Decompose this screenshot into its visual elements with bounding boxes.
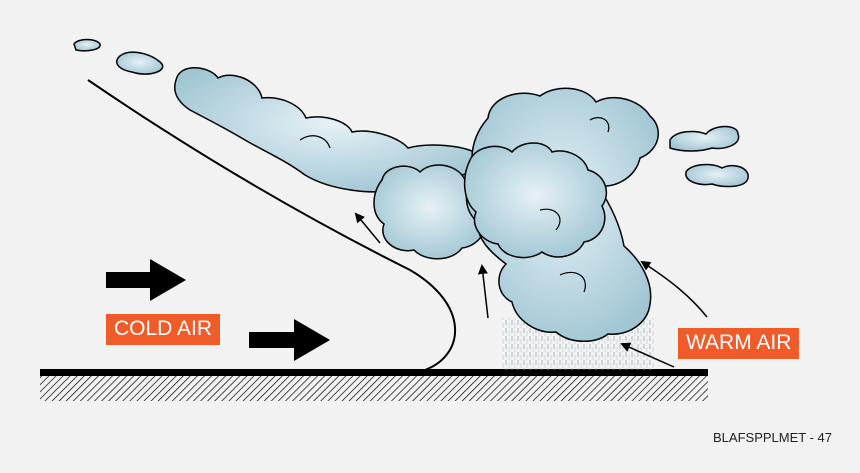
- cloud-anvil-tail-wisp: [116, 51, 164, 75]
- warm-air-label: WARM AIR: [678, 328, 800, 359]
- right-arrow-icon: [106, 259, 186, 301]
- thin-arrow-icon: [620, 342, 675, 368]
- cold-air-label: COLD AIR: [106, 314, 221, 345]
- thin-arrow-icon: [354, 212, 381, 244]
- cloud-detail-lines: [299, 117, 610, 293]
- ground: [40, 369, 708, 401]
- cloud-anvil-tail-small: [73, 38, 101, 52]
- thin-arrow-icon: [640, 260, 708, 318]
- right-arrow-icon: [249, 319, 330, 361]
- cloud-far-right-lower: [685, 163, 749, 188]
- cloud-far-right-upper: [669, 125, 740, 152]
- figure-code: BLAFSPPLMET - 47: [713, 430, 832, 445]
- cloud-tower-top: [463, 142, 608, 259]
- thin-arrow-icon: [477, 264, 489, 319]
- cloud-anvil: [174, 67, 492, 193]
- frontal-boundary-line: [87, 79, 457, 371]
- cloud-mass: [73, 38, 749, 342]
